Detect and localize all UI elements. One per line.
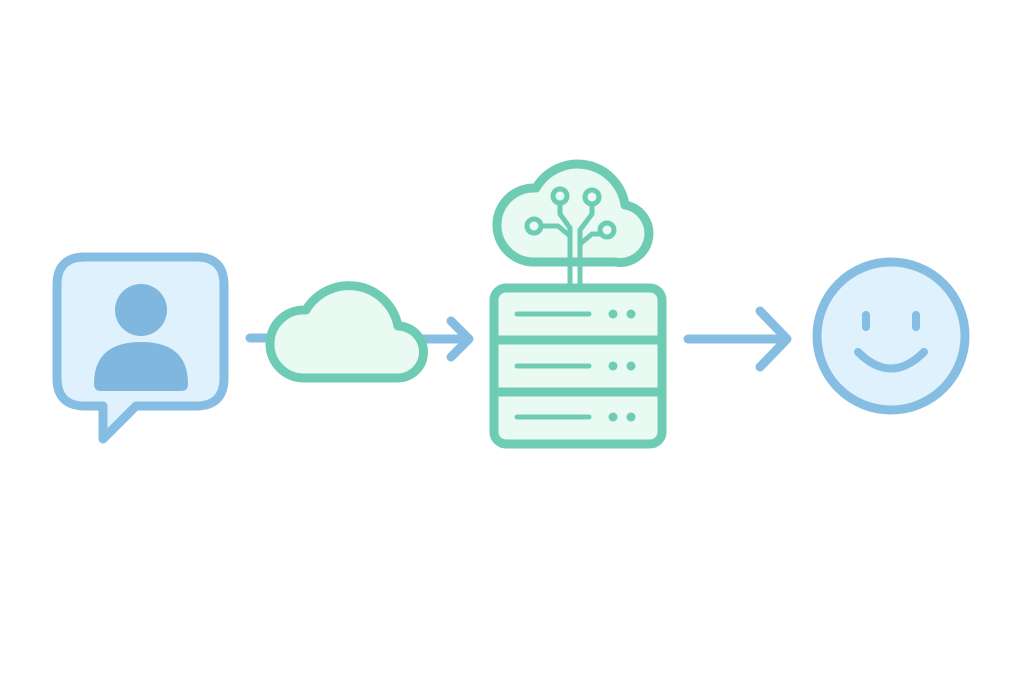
- ai-trunk-left: [557, 198, 573, 291]
- smiley-mouth: [854, 348, 928, 373]
- ai-trunk-right: [577, 199, 595, 291]
- connector-server-to-smiley: [683, 306, 792, 372]
- server-unit-1: [514, 309, 636, 319]
- ai-branch-left: [537, 223, 573, 239]
- ai-tree-cloud: [492, 159, 654, 267]
- ai-server-stack-icon: [489, 159, 667, 449]
- user-body: [94, 342, 188, 391]
- cloud-icon: [265, 281, 474, 383]
- smiley-face-icon: [812, 257, 970, 415]
- arrowhead-server-to-smiley: [755, 306, 792, 372]
- server-unit-3: [514, 412, 636, 422]
- user-chat-bubble-icon: [52, 252, 229, 444]
- user-head: [115, 284, 167, 336]
- server-unit-2: [514, 361, 636, 371]
- arrowhead-cloud-to-server: [446, 316, 474, 362]
